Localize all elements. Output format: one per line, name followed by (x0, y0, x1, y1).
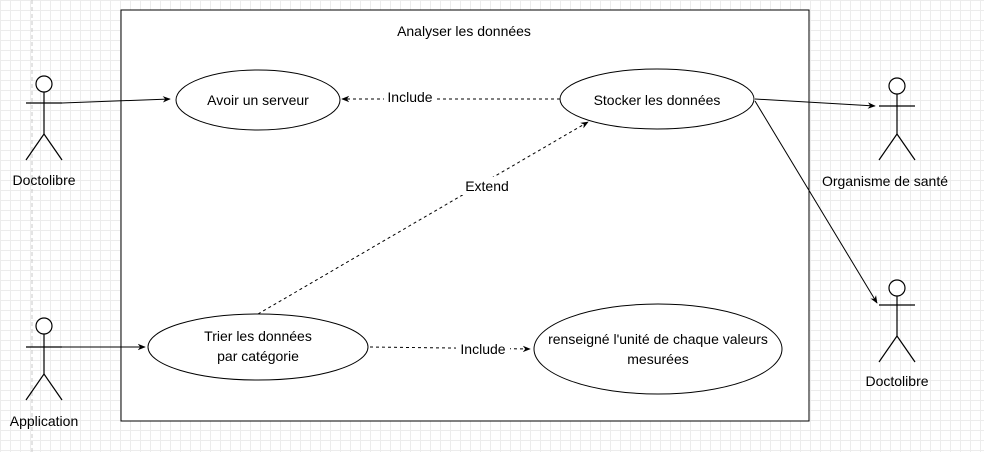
actor-doctolibre-left-label: Doctolibre (12, 172, 75, 188)
actor-application[interactable] (25, 317, 63, 401)
use-case-avoir-serveur-label: Avoir un serveur (207, 92, 309, 108)
actor-application-label: Application (10, 413, 79, 429)
use-case-trier-label-line1: Trier les données (204, 328, 312, 344)
use-case-trier[interactable]: Trier les données par catégorie (147, 313, 369, 381)
actor-organisme-de-sante[interactable] (878, 77, 916, 161)
actor-doctolibre-right-label: Doctolibre (865, 373, 928, 389)
use-case-stocker-label: Stocker les données (594, 92, 721, 108)
use-case-renseigne[interactable]: renseigné l'unité de chaque valeurs mesu… (533, 303, 783, 395)
extend-label: Extend (465, 178, 509, 194)
association-doctolibre-avoir-serveur[interactable] (61, 96, 171, 104)
use-case-avoir-serveur[interactable]: Avoir un serveur (175, 69, 341, 131)
association-stocker-organisme[interactable] (754, 98, 876, 109)
system-title: Analyser les données (397, 23, 531, 39)
use-case-stocker[interactable]: Stocker les données (559, 68, 755, 130)
use-case-renseigne-label-line1: renseigné l'unité de chaque valeurs (548, 331, 768, 347)
use-case-renseigne-label-line2: mesurées (627, 351, 688, 367)
include-top-label: Include (387, 89, 432, 105)
extend-trier-stocker[interactable] (257, 121, 589, 315)
actor-doctolibre-left[interactable] (25, 75, 63, 161)
association-stocker-doctolibre-right[interactable] (754, 100, 878, 304)
actor-doctolibre-right[interactable] (878, 279, 916, 363)
actor-organisme-label: Organisme de santé (822, 173, 948, 189)
include-bottom-label: Include (460, 341, 505, 357)
use-case-trier-label-line2: par catégorie (217, 348, 299, 364)
